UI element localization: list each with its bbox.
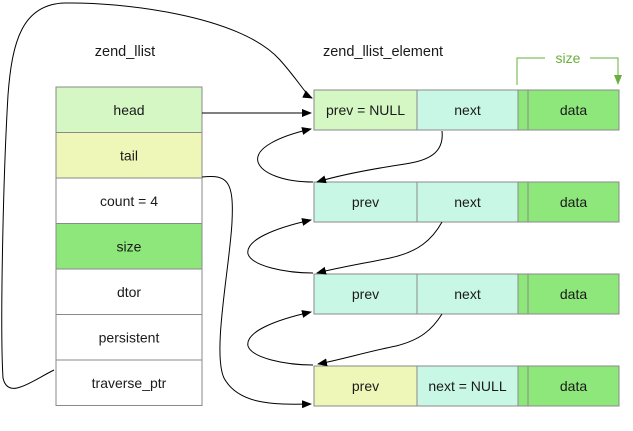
field-traverse-ptr: traverse_ptr [55, 359, 203, 406]
element-4-prev-cell [313, 365, 418, 407]
element-4-next-label: next = NULL [428, 378, 506, 394]
zend-llist-elements: prev = NULL next data prev next data prev next d… [313, 89, 620, 407]
element-4-divider [517, 365, 529, 407]
field-traverse-ptr-label: traverse_ptr [92, 375, 167, 391]
element-1-data-label: data [560, 102, 587, 118]
field-persistent-cell [55, 314, 203, 361]
field-dtor: dtor [55, 268, 203, 315]
field-traverse-ptr-cell [55, 359, 203, 406]
field-tail: tail [55, 132, 203, 179]
tail-pointer-arrow [201, 175, 312, 409]
next-arrow-2 [316, 221, 443, 275]
element-2-data-label: data [560, 194, 587, 210]
field-count: count = 4 [55, 177, 203, 224]
field-tail-label: tail [120, 147, 138, 163]
element-3: prev next data [313, 273, 620, 315]
field-persistent: persistent [55, 314, 203, 361]
size-bracket-right-arrow [590, 57, 622, 85]
element-2-next-cell [416, 181, 519, 223]
traverse-ptr-arrow [1, 2, 313, 389]
element-3-divider [517, 273, 529, 315]
element-1-next-label: next [454, 102, 481, 118]
element-3-prev-label: prev [352, 286, 379, 302]
next-arrow-1 [316, 130, 443, 184]
element-2-prev-label: prev [352, 194, 379, 210]
field-persistent-label: persistent [99, 329, 160, 345]
size-bracket-label: size [556, 50, 581, 66]
element-3-data-label: data [560, 286, 587, 302]
element-2-data-cell [527, 181, 620, 223]
field-count-cell [55, 177, 203, 224]
element-2-divider [517, 181, 529, 223]
prev-arrow-2 [257, 127, 314, 183]
element-1-prev-cell [313, 89, 418, 131]
element-1-divider [517, 89, 529, 131]
size-bracket: size [516, 50, 622, 85]
element-4-next-cell [416, 365, 519, 407]
field-tail-cell [55, 132, 203, 179]
element-3-data-cell [527, 273, 620, 315]
size-bracket-left [516, 57, 545, 85]
next-arrow-3 [317, 313, 443, 367]
field-head-label: head [113, 102, 144, 118]
element-1: prev = NULL next data [313, 89, 620, 131]
zend-llist-title: zend_llist [95, 44, 155, 60]
field-dtor-label: dtor [117, 284, 141, 300]
field-size: size [55, 223, 203, 270]
element-1-prev-label: prev = NULL [326, 102, 405, 118]
element-2-next-label: next [454, 194, 481, 210]
field-head: head [55, 86, 203, 133]
element-1-next-cell [416, 89, 519, 131]
element-4-data-label: data [560, 378, 587, 394]
element-2: prev next data [313, 181, 620, 223]
field-count-label: count = 4 [100, 193, 158, 209]
zend-llist-element-title: zend_llist_element [323, 44, 443, 60]
element-1-data-cell [527, 89, 620, 131]
element-4-data-cell [527, 365, 620, 407]
field-head-cell [55, 86, 203, 133]
element-3-prev-cell [313, 273, 418, 315]
element-4: prev next = NULL data [313, 365, 620, 407]
element-3-next-label: next [454, 286, 481, 302]
zend-llist-struct: head tail count = 4 size dtor persistent trave… [55, 86, 203, 406]
prev-arrow-4 [247, 310, 314, 366]
prev-arrow-3 [247, 218, 314, 274]
element-4-prev-label: prev [352, 378, 379, 394]
field-size-cell [55, 223, 203, 270]
pointer-arrows [1, 2, 443, 409]
field-size-label: size [117, 238, 142, 254]
